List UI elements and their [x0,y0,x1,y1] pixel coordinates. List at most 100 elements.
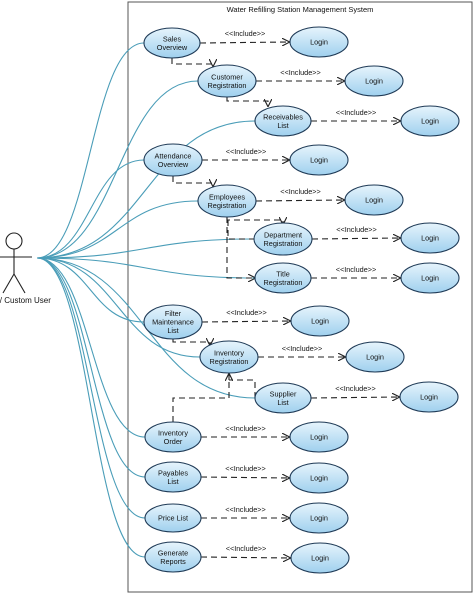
association-line-inventory-order [36,257,146,438]
usecase-title-registration-shape [254,262,312,294]
usecase-login-shape [344,184,404,216]
usecase-login[interactable]: Login [344,184,404,216]
usecase-department-registration-label: Department [264,230,302,239]
include-label: <<Include>> [336,225,377,234]
usecase-login-shape [345,341,405,373]
usecase-attendance-overview-label: Overview [158,160,189,169]
usecase-inventory-registration-label: Inventory [214,348,244,357]
association-lines [36,42,256,558]
usecase-login-shape [289,144,349,176]
include-arrow-generate-reports [200,557,290,558]
system-boundary [127,1,473,593]
usecase-login[interactable]: Login [289,26,349,58]
dashed-employees-to-department [226,217,283,224]
usecase-login[interactable]: Login [399,381,459,413]
association-line-payables-list [36,257,146,478]
usecase-login[interactable]: Login [289,421,349,453]
usecase-login-label: Login [366,353,384,362]
usecase-login-label: Login [421,234,439,243]
usecase-receivables-list-shape [254,105,312,137]
usecase-login-label: Login [421,274,439,283]
include-label: <<Include>> [282,344,323,353]
usecase-login-label: Login [420,393,438,402]
usecase-login[interactable]: Login [400,222,460,254]
association-line-generate-reports [36,257,146,558]
usecase-employees-registration-label: Registration [208,201,247,210]
usecase-inventory-order-shape [144,421,202,453]
association-line-title-registration [36,257,256,279]
usecase-inventory-registration-shape [199,340,259,374]
usecase-payables-list-label: Payables [158,468,188,477]
usecase-login-shape [289,421,349,453]
usecase-login[interactable]: Login [290,305,350,337]
usecase-filter-maintenance-list-label: Filter [165,309,182,318]
usecase-sales-overview-label: Overview [157,43,188,52]
usecase-supplier-list-label: List [277,398,288,407]
usecase-attendance-overview-shape [143,143,203,177]
usecase-employees-registration-shape [197,184,257,218]
usecase-login-label: Login [310,514,328,523]
usecase-login[interactable]: Login [345,341,405,373]
usecase-login-shape [290,542,350,574]
usecase-login-shape [344,65,404,97]
usecase-price-list[interactable]: Price List [144,503,202,533]
usecase-login[interactable]: Login [344,65,404,97]
actor-label: Admin/ Custom User [0,296,51,305]
association-line-attendance-overview [36,159,145,259]
usecase-generate-reports-label: Reports [160,557,186,566]
dashed-order-to-inventory [172,380,230,422]
include-label: <<Include>> [280,68,321,77]
actor: Admin/ Custom User [0,232,51,305]
dashed-sales-to-customer [171,58,213,66]
include-label: <<Include>> [280,187,321,196]
usecase-login[interactable]: Login [290,542,350,574]
stick-figure-icon [0,232,32,294]
usecase-supplier-list-label: Supplier [270,389,297,398]
dashed-links: <<Include>> <<Include>> <<Include>> <<Inclu… [171,29,400,558]
usecase-sales-overview-label: Sales [163,34,182,43]
usecase-login-shape [289,26,349,58]
include-arrow-supplier-list [310,397,399,398]
include-label: <<Include>> [226,147,267,156]
usecase-receivables-list-label: List [277,121,288,130]
include-arrow-filter-maintenance-list [201,321,290,322]
include-arrow-sales-overview [199,42,289,43]
usecase-filter-maintenance-list-shape [143,304,203,340]
association-line-inventory-registration [36,257,201,358]
usecase-login-shape [400,222,460,254]
usecase-login-label: Login [365,196,383,205]
association-line-price-list [36,257,146,519]
usecase-payables-list-label: List [167,477,178,486]
dashed-filter-to-inventory [172,339,210,345]
usecase-login[interactable]: Login [400,105,460,137]
usecase-generate-reports-shape [144,541,202,573]
usecase-login-label: Login [311,317,329,326]
usecase-login[interactable]: Login [400,262,460,294]
include-label: <<Include>> [336,265,377,274]
usecase-login[interactable]: Login [289,144,349,176]
usecase-price-list-label: Price List [158,514,188,523]
include-arrow-employees-registration [255,200,344,201]
association-line-sales-overview [36,42,145,259]
include-label: <<Include>> [225,424,266,433]
usecase-login[interactable]: Login [289,502,349,534]
usecase-login[interactable]: Login [289,462,349,494]
association-line-department-registration [36,238,255,259]
usecase-supplier-list-shape [254,382,312,414]
usecase-price-list-shape [144,503,202,533]
include-label: <<Include>> [336,108,377,117]
